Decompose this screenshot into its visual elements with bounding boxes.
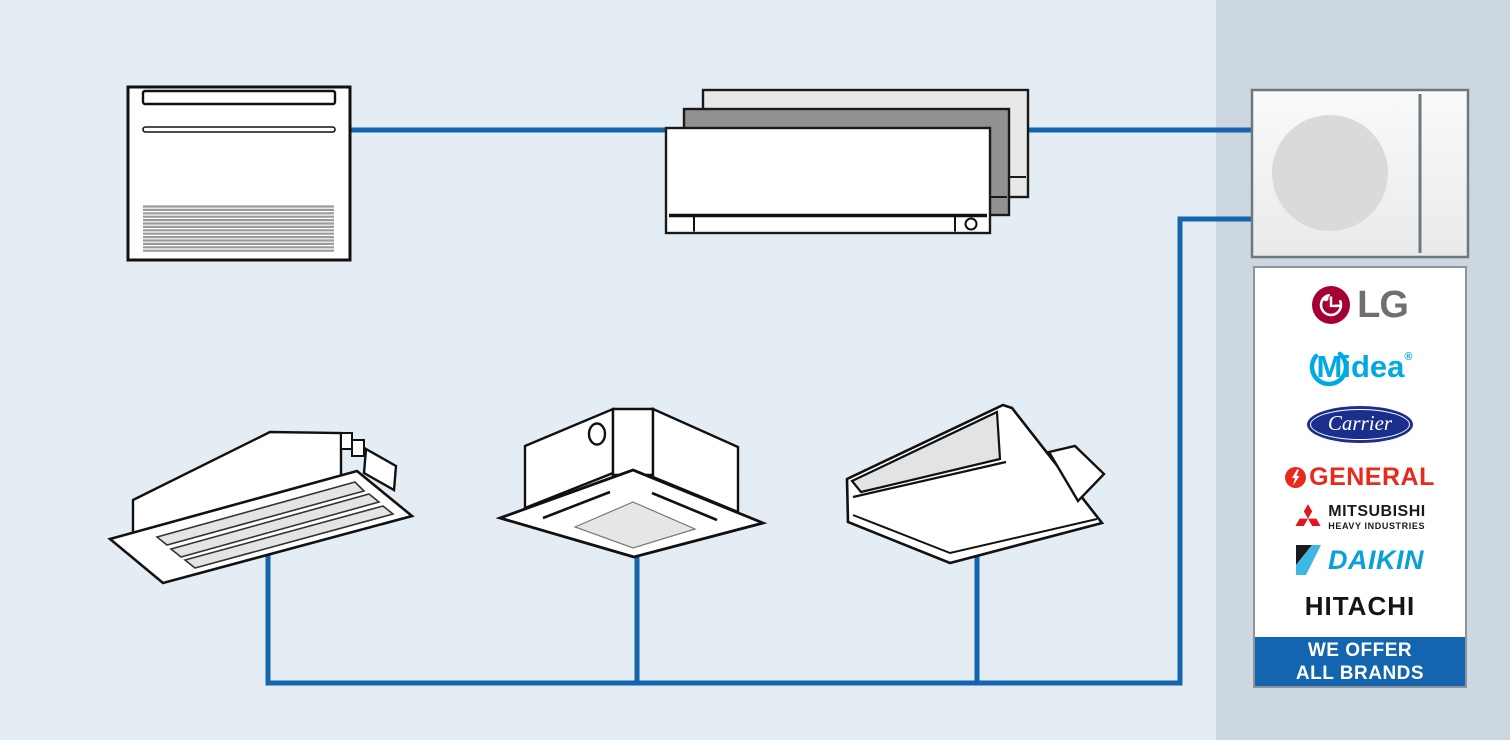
brand-mitsubishi-heavy-industries: MITSUBISHI HEAVY INDUSTRIES [1255, 501, 1465, 533]
brand-carrier: Carrier [1255, 406, 1465, 443]
mitsubishi-wordmark: MITSUBISHI [1328, 502, 1426, 520]
cassette-vents [155, 481, 395, 569]
console-grille [143, 205, 334, 252]
mitsubishi-diamonds-icon [1295, 504, 1321, 526]
outdoor-unit [1250, 88, 1470, 259]
brand-lg: LG [1255, 283, 1465, 326]
pipe-bottom-bus [265, 216, 1252, 686]
hitachi-wordmark: HITACHI [1304, 590, 1416, 621]
carrier-ellipse: Carrier [1307, 406, 1413, 443]
brand-general: GENERAL [1255, 462, 1465, 491]
we-offer-all-brands-banner: WE OFFER ALL BRANDS [1255, 637, 1465, 686]
outdoor-fan [1272, 115, 1388, 231]
brand-hitachi: HITACHI [1255, 590, 1465, 621]
four-way-cassette-unit [495, 407, 768, 559]
brand-daikin: DAIKIN [1255, 544, 1465, 576]
ceiling-suspended-unit [845, 403, 1106, 565]
banner-line-1: WE OFFER [1307, 639, 1413, 661]
lg-logo-icon [1312, 286, 1351, 324]
daikin-slash-icon [1296, 545, 1321, 575]
general-circle-icon [1285, 466, 1307, 488]
brand-midea: Midea ® [1255, 347, 1465, 387]
heavy-industries-wordmark: HEAVY INDUSTRIES [1328, 520, 1426, 531]
one-way-cassette-unit [107, 430, 415, 585]
brand-panel: LG Midea ® Carrier GENERAL [1253, 266, 1467, 688]
banner-line-2: ALL BRANDS [1295, 662, 1425, 684]
midea-wordmark: Midea [1316, 349, 1405, 384]
wall-mounted-units [664, 88, 1030, 235]
carrier-wordmark: Carrier [1327, 411, 1393, 435]
pipe-hole [587, 422, 607, 446]
general-wordmark: GENERAL [1309, 462, 1435, 491]
daikin-wordmark: DAIKIN [1328, 544, 1424, 575]
registered-mark: ® [1404, 351, 1413, 363]
lg-wordmark: LG [1357, 283, 1409, 326]
floor-console-unit [126, 85, 352, 262]
midea-swoosh-icon [1309, 347, 1348, 387]
